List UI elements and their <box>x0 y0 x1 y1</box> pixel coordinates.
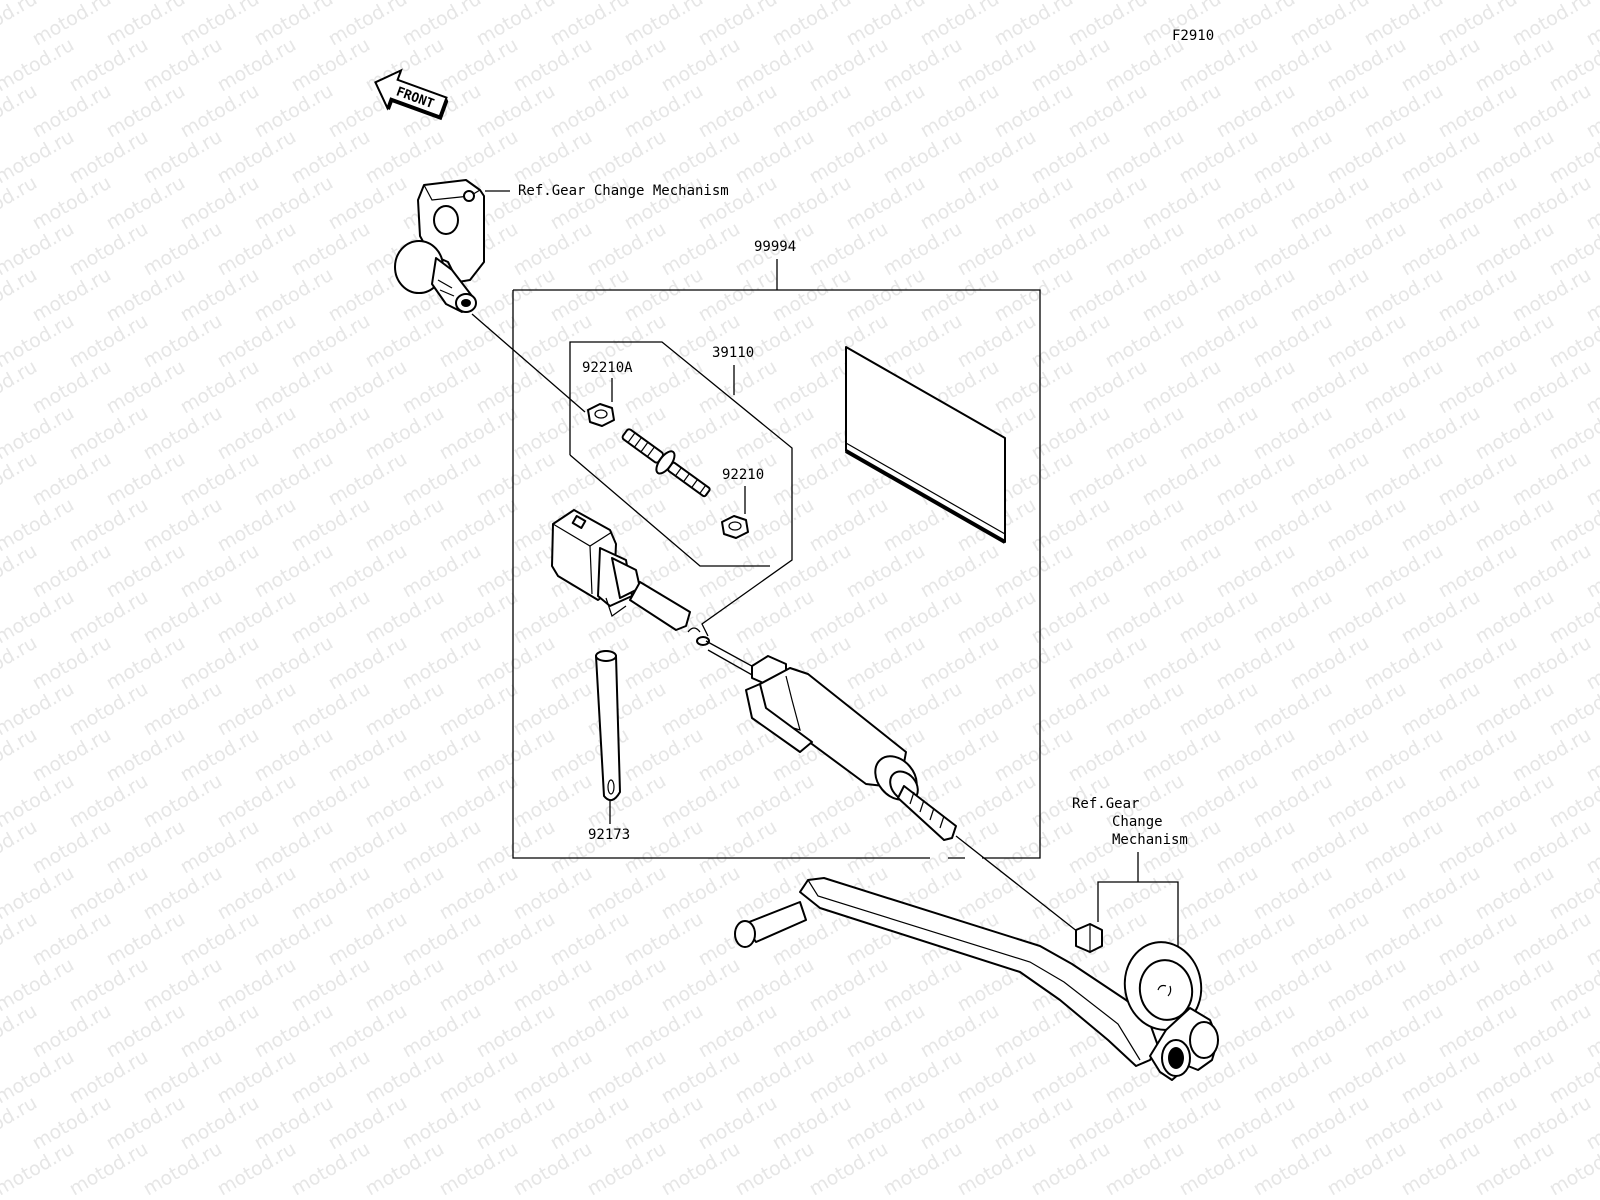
ref-label-bottom-line2: Change <box>1112 814 1163 830</box>
gear-change-link-top <box>394 179 485 313</box>
band-label: 92173 <box>588 827 630 843</box>
nut-label: 92210 <box>722 467 764 483</box>
figure-code: F2910 <box>1172 28 1214 44</box>
band-92173 <box>595 650 621 802</box>
ref-label-top: Ref.Gear Change Mechanism <box>518 183 729 199</box>
ref-label-bottom-line3: Mechanism <box>1112 832 1188 848</box>
nut-92210 <box>721 515 749 539</box>
ref-label-bottom-line1: Ref.Gear <box>1072 796 1139 812</box>
switch-set-label: 39110 <box>712 345 754 361</box>
kit-label: 99994 <box>754 239 796 255</box>
gear-position-switch <box>745 655 957 841</box>
switch-stud <box>621 428 711 498</box>
nut-a-label: 92210A <box>582 360 633 376</box>
nut-92210a <box>587 403 615 427</box>
shift-pedal <box>734 877 1219 1081</box>
switch-connector <box>551 509 691 631</box>
nut-lower <box>1075 923 1103 953</box>
instruction-sheet <box>845 346 1006 544</box>
